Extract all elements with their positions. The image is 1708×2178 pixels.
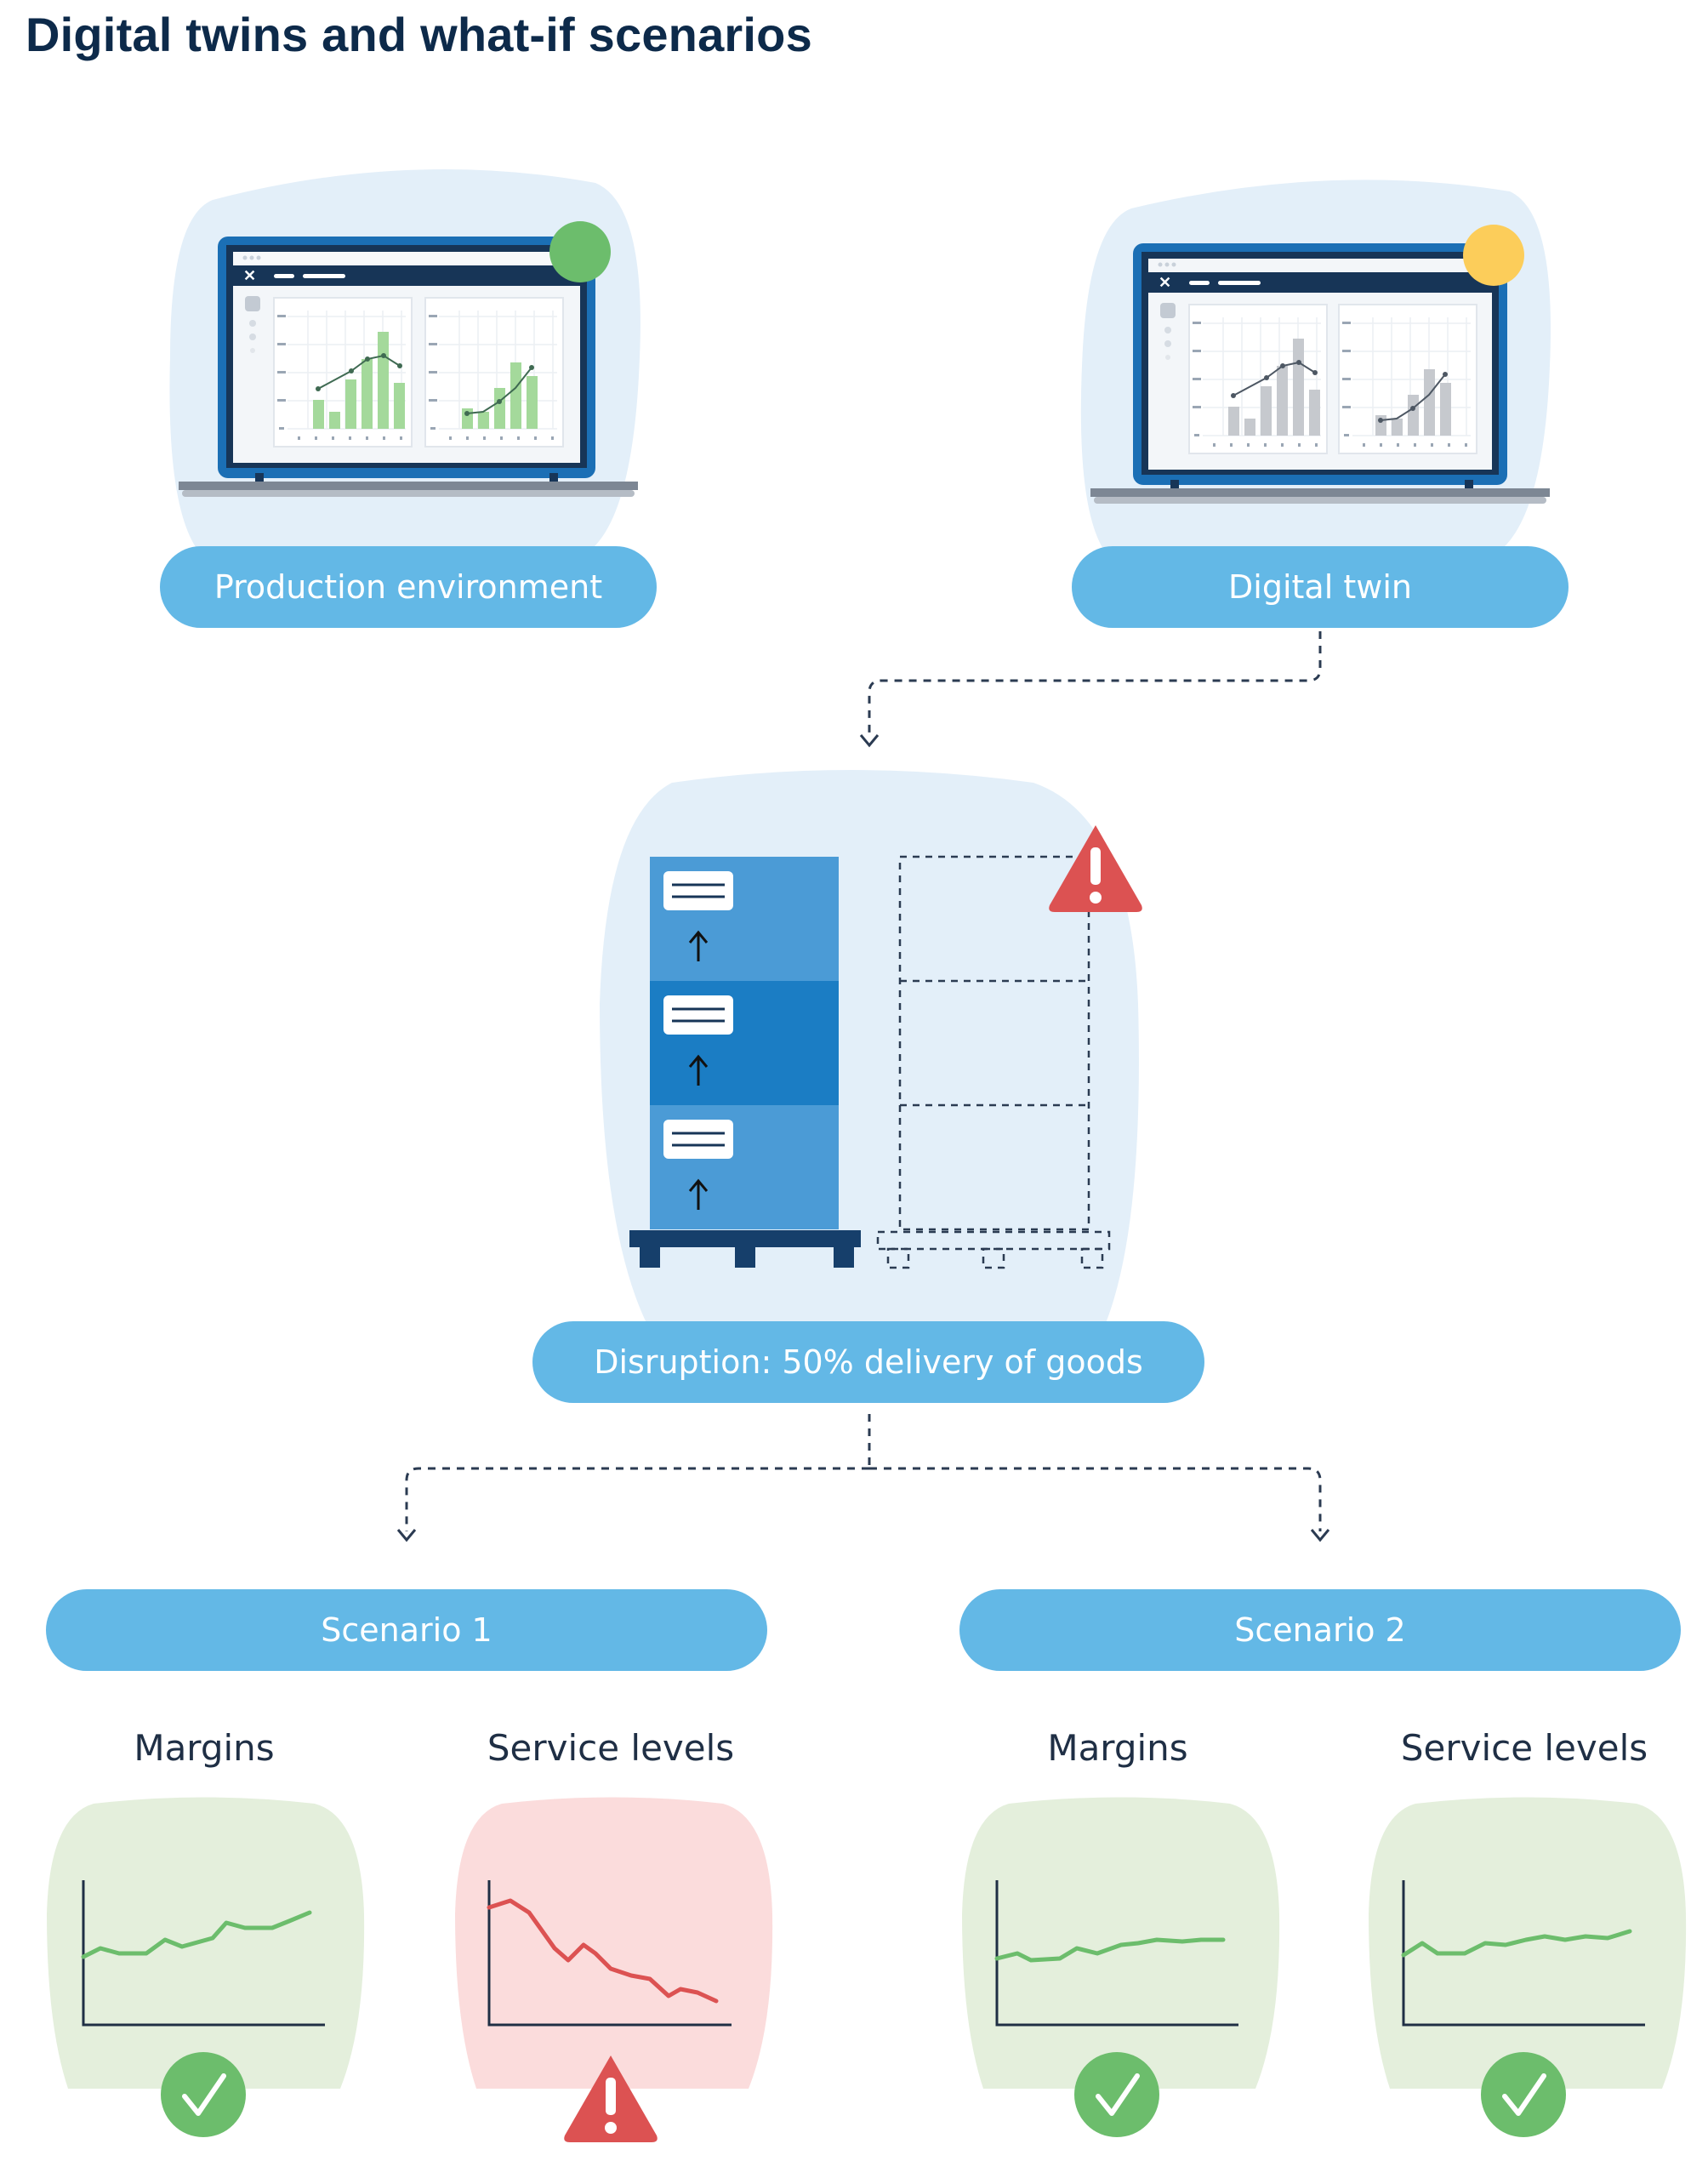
check-icon — [161, 2052, 246, 2137]
check-icon — [1074, 2052, 1159, 2137]
svg-text:✕: ✕ — [243, 267, 256, 284]
digital-twin-label: Digital twin — [1072, 546, 1569, 628]
production-laptop: ✕ — [169, 169, 640, 553]
connector-twin-to-disruption — [868, 631, 1322, 737]
scenario-2-service-line — [1401, 1929, 1632, 1958]
scenario-1-margins-card — [47, 1797, 365, 2138]
scenario-1-margins-label: Margins — [134, 1727, 275, 1769]
scenario-2-service-label: Service levels — [1400, 1727, 1648, 1769]
digital-twin-laptop: ✕ — [1080, 180, 1551, 553]
yellow-status-dot — [1463, 225, 1524, 286]
disruption-illustration — [600, 770, 1142, 1323]
scenario-2-margins-label: Margins — [1047, 1727, 1188, 1769]
scenario-2-label: Scenario 2 — [959, 1589, 1681, 1671]
green-status-dot — [549, 221, 611, 282]
scenario-1-service-card — [455, 1797, 773, 2142]
disruption-label: Disruption: 50% delivery of goods — [532, 1321, 1204, 1403]
production-environment-label: Production environment — [160, 546, 657, 628]
arrowhead-down — [859, 734, 880, 748]
pallet — [629, 1230, 861, 1268]
scenario-1-service-line — [487, 1898, 719, 2004]
missing-boxes-outline — [876, 855, 1111, 1269]
connector-disruption-to-scenarios — [405, 1414, 1322, 1531]
scenario-2-service-card — [1369, 1797, 1687, 2138]
scenario-1-service-label: Service levels — [487, 1727, 735, 1769]
scenario-2-margins-line — [994, 1937, 1226, 1963]
scenario-1-margins-line — [81, 1910, 312, 1959]
page-title: Digital twins and what-if scenarios — [26, 8, 812, 61]
check-icon — [1481, 2052, 1566, 2137]
scenario-1-label: Scenario 1 — [46, 1589, 767, 1671]
svg-text:✕: ✕ — [1159, 274, 1171, 291]
scenario-2-margins-card — [962, 1797, 1280, 2138]
